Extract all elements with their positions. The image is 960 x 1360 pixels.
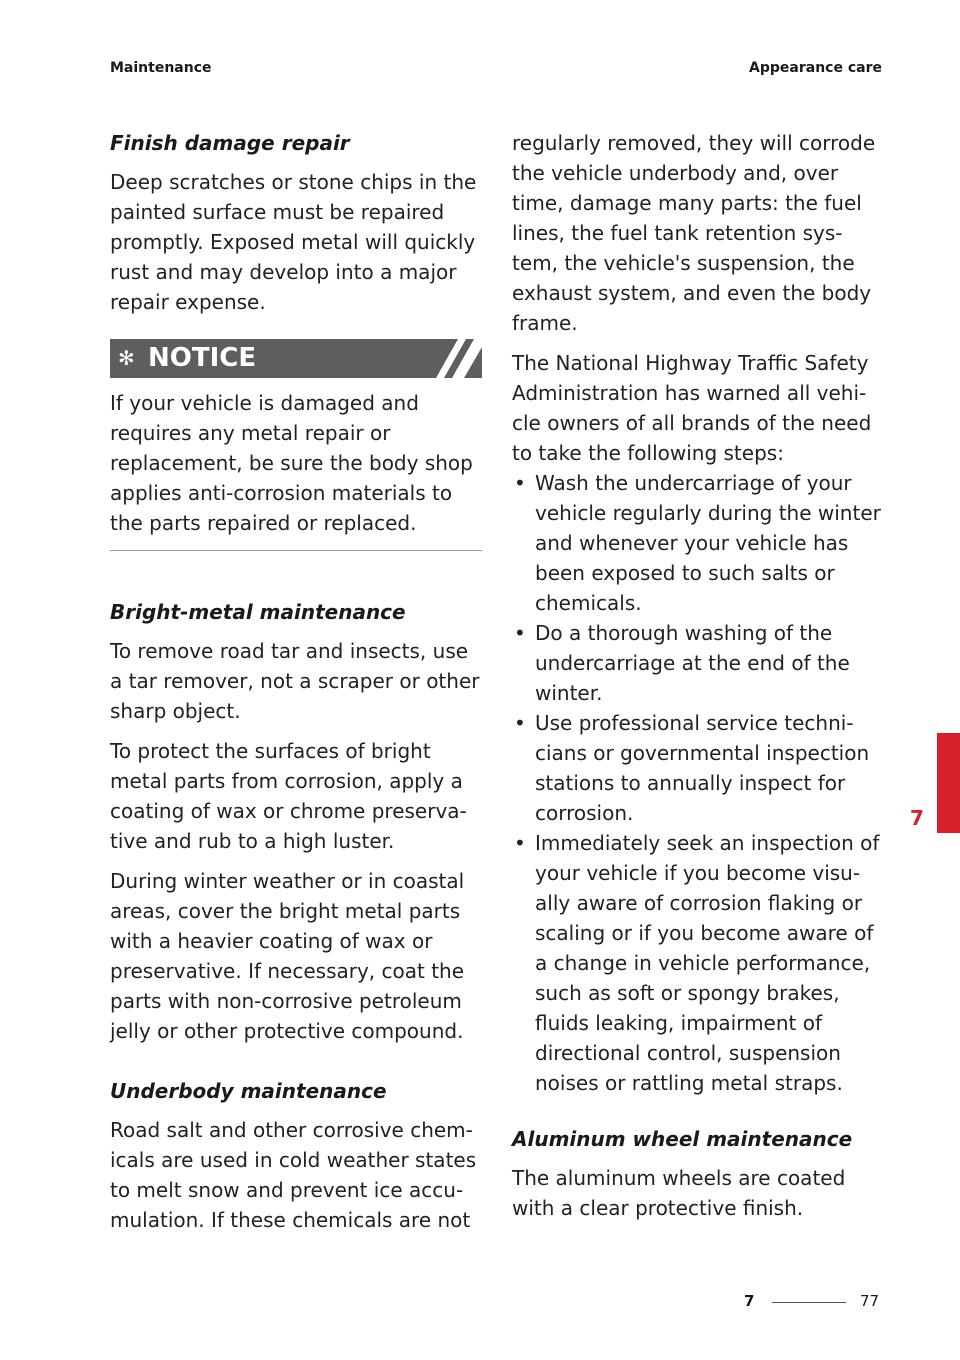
aluminum-wheel-text: The aluminum wheels are coated with a cl… xyxy=(512,1166,846,1220)
bright-metal-paragraph-3: During winter weather or in coastal area… xyxy=(110,869,465,1043)
running-header-section: Maintenance xyxy=(110,60,212,76)
list-item: • Immediately seek an inspection of your … xyxy=(512,828,886,1098)
footer-page-number: 77 xyxy=(860,1292,880,1310)
underbody-heading: Underbody maintenance xyxy=(110,1079,387,1103)
finish-damage-text: Deep scratches or stone chips in the pai… xyxy=(110,170,477,314)
list-item: • Use professional service techni-cians o… xyxy=(512,708,886,828)
notice-stripes-icon xyxy=(422,339,482,378)
bullet-icon: • xyxy=(514,621,526,645)
bullet-icon: • xyxy=(514,831,526,855)
chapter-tab-number: 7 xyxy=(910,806,924,830)
left-column: Finish damage repair Deep scratches or s… xyxy=(110,128,482,1245)
bright-metal-paragraph-1: To remove road tar and insects, use a ta… xyxy=(110,639,480,723)
nhtsa-steps-list: • Wash the undercarriage of your vehicle … xyxy=(512,468,886,1098)
finish-damage-heading: Finish damage repair xyxy=(110,131,350,155)
list-item-text: Immediately seek an inspection of your v… xyxy=(535,831,880,1095)
notice-asterisk-icon: ✻ xyxy=(118,346,135,370)
underbody-text-continued: regularly removed, they will corrode the… xyxy=(512,131,876,335)
right-column: regularly removed, they will corrode the… xyxy=(512,128,886,1233)
notice-banner: ✻ NOTICE xyxy=(110,339,482,378)
bullet-icon: • xyxy=(514,711,526,735)
list-item-text: Wash the undercarriage of your vehicle r… xyxy=(535,471,881,615)
bright-metal-heading: Bright-metal maintenance xyxy=(110,600,406,624)
notice-text: If your vehicle is damaged and requires … xyxy=(110,391,473,535)
notice-title: NOTICE xyxy=(148,343,257,373)
bullet-icon: • xyxy=(514,471,526,495)
list-item-text: Do a thorough washing of the undercarria… xyxy=(535,621,850,705)
footer-divider xyxy=(772,1302,846,1303)
list-item: • Wash the undercarriage of your vehicle … xyxy=(512,468,886,618)
chapter-tab[interactable] xyxy=(937,733,960,833)
bright-metal-paragraph-2: To protect the surfaces of bright metal … xyxy=(110,739,467,853)
footer-chapter-number: 7 xyxy=(744,1292,755,1310)
running-header-topic: Appearance care xyxy=(749,60,882,76)
list-item: • Do a thorough washing of the undercarri… xyxy=(512,618,886,708)
nhtsa-intro-text: The National Highway Traffic Safety Admi… xyxy=(512,351,872,465)
notice-divider xyxy=(110,550,482,551)
aluminum-wheel-heading: Aluminum wheel maintenance xyxy=(512,1127,853,1151)
underbody-text-start: Road salt and other corrosive chem-icals… xyxy=(110,1118,477,1232)
list-item-text: Use professional service techni-cians or… xyxy=(535,711,870,825)
